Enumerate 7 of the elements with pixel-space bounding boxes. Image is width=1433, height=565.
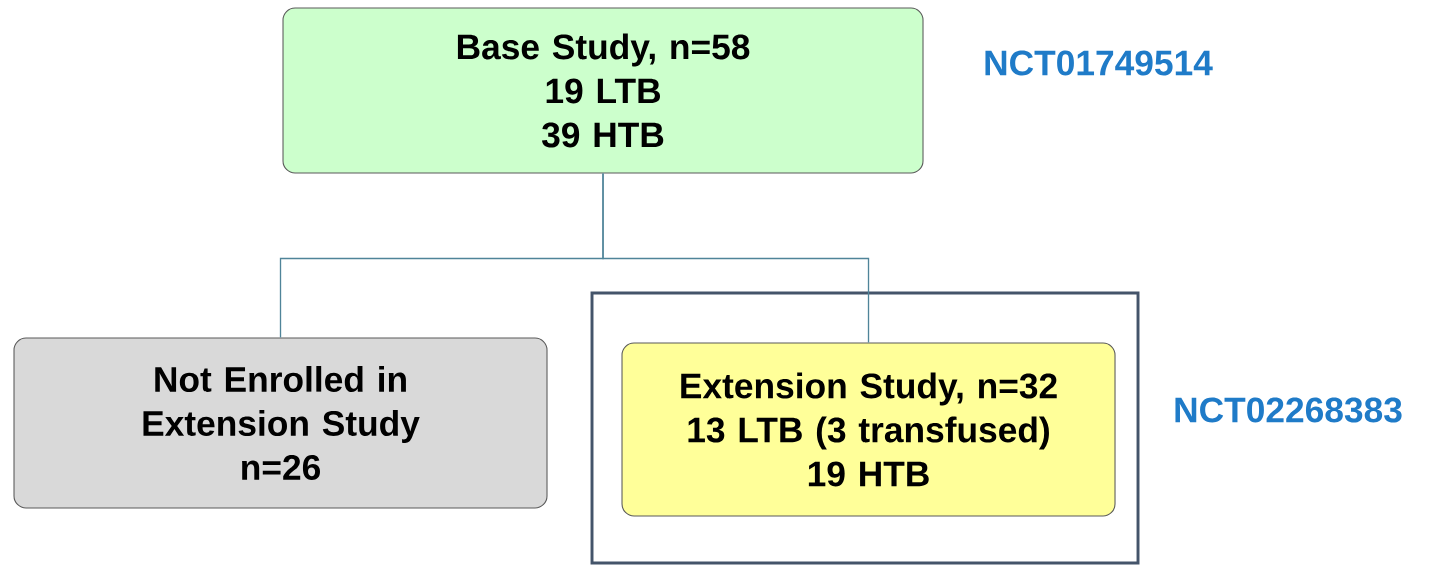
study-box: Not Enrolled in Extension Study n=26 (13, 337, 548, 509)
study-box: Base Study, n=58 19 LTB 39 HTB (282, 7, 924, 174)
trial-id: NCT01749514 (985, 50, 1213, 76)
frame-box (590, 291, 1140, 565)
connector-line (602, 172, 870, 344)
study-box: Extension Study, n=32 13 LTB (3 transfused) 19 HTB (621, 342, 1116, 517)
trial-id: NCT02268383 (1175, 397, 1402, 423)
